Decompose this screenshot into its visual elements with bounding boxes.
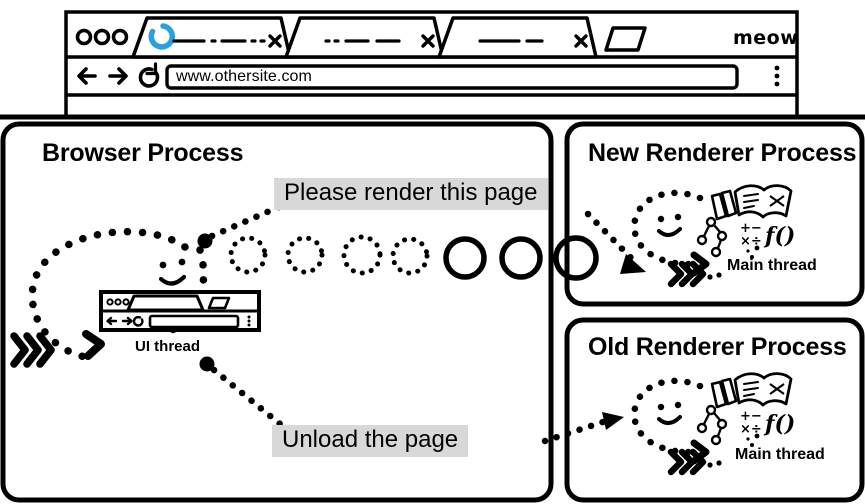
kebab-menu-icon[interactable]: [774, 65, 780, 87]
panel-browser-process: [0, 121, 554, 503]
browser-tab-1[interactable]: [131, 16, 292, 59]
window-controls-dots-icon[interactable]: [75, 28, 129, 46]
mini-browser-window-icon: [99, 290, 261, 332]
pencils-icon: [710, 377, 738, 409]
new-tab-icon[interactable]: [604, 26, 647, 52]
page-title-browser-process: Browser Process: [42, 139, 244, 167]
progress-circle-dotted-1: [228, 235, 268, 275]
function-fx-icon: f(): [763, 411, 795, 437]
ui-thread-label: UI thread: [135, 338, 201, 355]
forward-arrow-icon[interactable]: [108, 67, 128, 85]
connector-render-request: [197, 199, 292, 249]
open-book-icon: [733, 184, 793, 219]
page-title-new-renderer-process: New Renderer Process: [588, 139, 857, 167]
progress-circle-solid-3: [553, 235, 599, 281]
math-operators-icon: +− ×÷: [740, 221, 762, 249]
browser-smiley-face-icon: [158, 258, 187, 286]
reload-icon[interactable]: [138, 62, 160, 88]
message-render-request: Please render this page: [274, 178, 548, 210]
ui-thread-chevron-arrows-icon: [10, 332, 55, 368]
svg-text:f(): f(): [763, 223, 795, 249]
message-unload-request: Unload the page: [272, 425, 469, 457]
dom-tree-icon: [696, 404, 728, 446]
progress-circle-dotted-2: [285, 235, 325, 275]
browser-brand-label: meow: [733, 27, 799, 49]
progress-circle-solid-2: [499, 236, 543, 280]
browser-tab-2[interactable]: [284, 16, 445, 59]
math-operators-icon: +− ×÷: [740, 409, 762, 437]
tab-1-close-icon[interactable]: [268, 34, 282, 48]
open-book-icon: [733, 372, 793, 407]
page-title-old-renderer-process: Old Renderer Process: [588, 333, 847, 361]
old-renderer-artwork: +− ×÷ f(): [631, 372, 795, 476]
browser-tab-3[interactable]: [437, 16, 598, 59]
svg-text:+−: +−: [740, 221, 762, 236]
progress-circle-dotted-4: [390, 236, 430, 276]
new-renderer-main-thread-label: Main thread: [727, 257, 817, 274]
progress-circle-solid-1: [443, 236, 487, 280]
svg-text:×÷: ×÷: [740, 234, 762, 249]
panel-new-renderer-process: [564, 121, 865, 307]
address-bar-url[interactable]: www.othersite.com: [176, 68, 312, 85]
tab-3-close-icon[interactable]: [574, 34, 588, 48]
new-renderer-artwork: +− ×÷ f(): [631, 184, 795, 288]
connector-to-old-renderer: [541, 412, 624, 445]
pencils-icon: [710, 189, 738, 221]
progress-circles: [228, 234, 599, 281]
dom-tree-icon: [696, 216, 728, 258]
svg-text:×÷: ×÷: [740, 422, 762, 437]
tab-loading-spinner-icon: [148, 23, 175, 50]
function-fx-icon: f(): [763, 223, 795, 249]
progress-circle-dotted-3: [341, 234, 383, 276]
old-renderer-main-thread-label: Main thread: [735, 446, 825, 463]
connector-unload-request: [199, 356, 284, 428]
svg-text:f(): f(): [763, 411, 795, 437]
address-bar-box[interactable]: [165, 64, 739, 90]
connector-to-new-renderer: [584, 210, 646, 274]
back-arrow-icon[interactable]: [77, 67, 97, 85]
svg-text:+−: +−: [740, 409, 762, 424]
tab-2-close-icon[interactable]: [421, 34, 435, 48]
